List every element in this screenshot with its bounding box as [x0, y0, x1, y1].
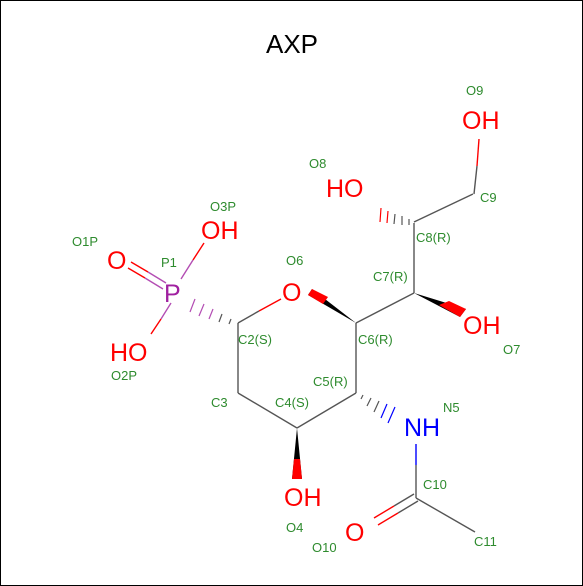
bond-c2-p1-hash	[189, 298, 232, 325]
bond-c3-c4	[237, 392, 298, 429]
label-c7: C7(R)	[373, 269, 408, 284]
bond-p1-o1p-b-red	[127, 267, 146, 279]
bond-p1-o3p-red	[192, 242, 205, 261]
bond-p1-o1p-b	[144, 277, 164, 290]
bond-p1-o1p-a-red	[130, 261, 149, 273]
label-c6: C6(R)	[358, 332, 393, 347]
bond-o6-c2	[237, 310, 260, 324]
bond-o6-c2-red	[258, 298, 282, 312]
bond-c7-o7-wedge-red	[439, 301, 466, 317]
atom-o8: HO	[326, 175, 364, 203]
label-o3p: O3P	[210, 199, 236, 214]
atom-o1p: O	[107, 247, 126, 275]
label-c3: C3	[211, 395, 228, 410]
bond-c9-o9	[473, 165, 478, 195]
label-p1: P1	[161, 255, 177, 270]
label-c5: C5(R)	[313, 374, 348, 389]
label-c2: C2(S)	[238, 332, 272, 347]
bond-p1-o2p-red	[150, 318, 162, 335]
bond-p1-o1p-a	[147, 271, 167, 284]
label-o9: O9	[466, 83, 483, 98]
label-n5: N5	[443, 400, 460, 415]
title: AXP	[266, 29, 318, 59]
label-c4: C4(S)	[275, 395, 309, 410]
label-c11: C11	[474, 534, 497, 549]
bond-c10-o10-b	[397, 500, 419, 514]
bond-c10-o10-a	[393, 493, 415, 507]
label-c9: C9	[480, 190, 497, 205]
atom-o7: OH	[463, 312, 501, 340]
bond-c8-c9	[413, 193, 474, 223]
label-c8: C8(R)	[416, 230, 451, 245]
bond-c10-o10-a-red	[373, 505, 395, 519]
label-o7: O7	[503, 342, 520, 357]
label-o6: O6	[286, 253, 303, 268]
bond-p1-o3p	[180, 259, 194, 280]
label-o8: O8	[309, 156, 326, 171]
label-o10: O10	[312, 540, 337, 555]
bond-c7-c6	[355, 292, 415, 324]
bond-c10-c11	[415, 497, 476, 533]
label-o2p: O2P	[111, 368, 137, 383]
atom-o9: OH	[462, 107, 500, 135]
label-o1p: O1P	[72, 234, 98, 249]
atom-p1: P	[164, 280, 181, 308]
label-o4: O4	[286, 520, 303, 535]
bond-c9-o9-red	[476, 138, 480, 167]
bond-c5-n5-hash	[360, 394, 396, 424]
atom-n5: NH	[404, 414, 440, 442]
atom-o6: O	[282, 279, 301, 307]
atom-o3p: OH	[201, 217, 239, 245]
atom-o10: O	[345, 519, 364, 547]
label-c10: C10	[423, 477, 447, 492]
atom-o2p: HO	[110, 339, 148, 367]
bond-c4-c5	[296, 392, 357, 429]
bond-p1-o2p	[160, 302, 172, 320]
bond-c6-o6-wedge-red	[308, 289, 328, 304]
bond-c10-o10-b-red	[377, 512, 399, 526]
bond-c4-o4-wedge-red	[292, 459, 302, 479]
atom-o4: OH	[284, 484, 322, 512]
bond-c8-o8-hash	[379, 207, 410, 225]
